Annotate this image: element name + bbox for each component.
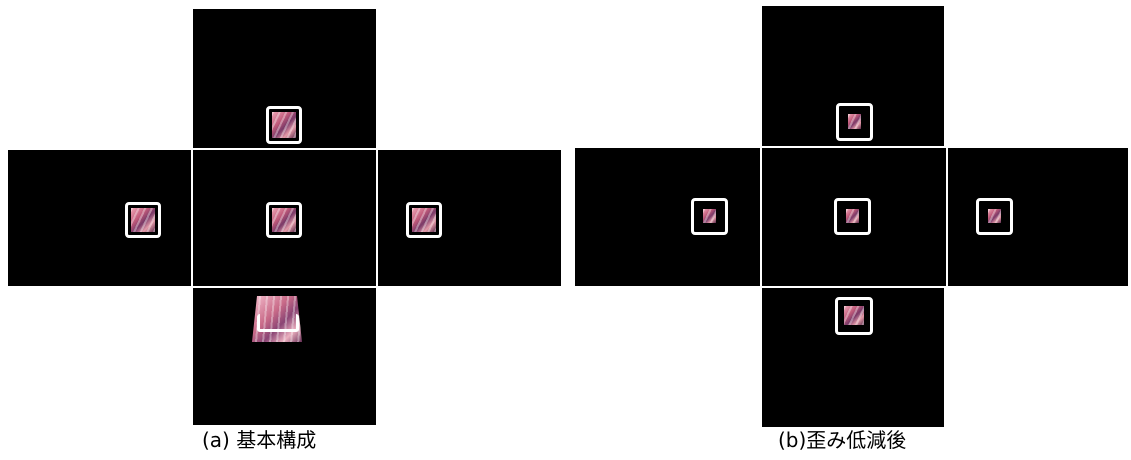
panel-a-bottom	[191, 286, 378, 427]
image-thumbnail	[412, 208, 436, 232]
panel-a-right	[376, 148, 563, 288]
panel-b-bottom	[760, 286, 946, 429]
frame-a-top	[266, 106, 302, 144]
panel-a-center	[191, 148, 378, 288]
panel-b-left	[573, 146, 762, 288]
frame-b-bottom	[835, 297, 873, 335]
frame-a-right	[406, 202, 442, 238]
frame-b-right	[976, 198, 1013, 235]
image-thumbnail	[844, 306, 864, 325]
image-thumbnail	[848, 114, 861, 129]
image-thumbnail	[703, 209, 716, 223]
frame-b-center	[834, 198, 871, 235]
caption-b: (b)歪み低減後	[778, 428, 906, 452]
frame-a-bottom	[257, 314, 299, 332]
frame-b-top	[836, 103, 873, 141]
image-thumbnail	[272, 208, 296, 232]
panel-b-top	[760, 4, 946, 150]
frame-a-center	[266, 202, 302, 238]
image-thumbnail	[272, 112, 296, 138]
image-thumbnail	[131, 208, 155, 232]
frame-a-left	[125, 202, 161, 238]
image-thumbnail	[846, 209, 859, 223]
panel-a-top	[191, 7, 378, 150]
panel-a-left	[6, 148, 193, 288]
image-thumbnail	[988, 209, 1001, 223]
panel-b-center	[760, 146, 948, 288]
panel-b-right	[946, 146, 1130, 288]
caption-a: (a) 基本構成	[202, 428, 316, 452]
frame-b-left	[691, 198, 728, 235]
